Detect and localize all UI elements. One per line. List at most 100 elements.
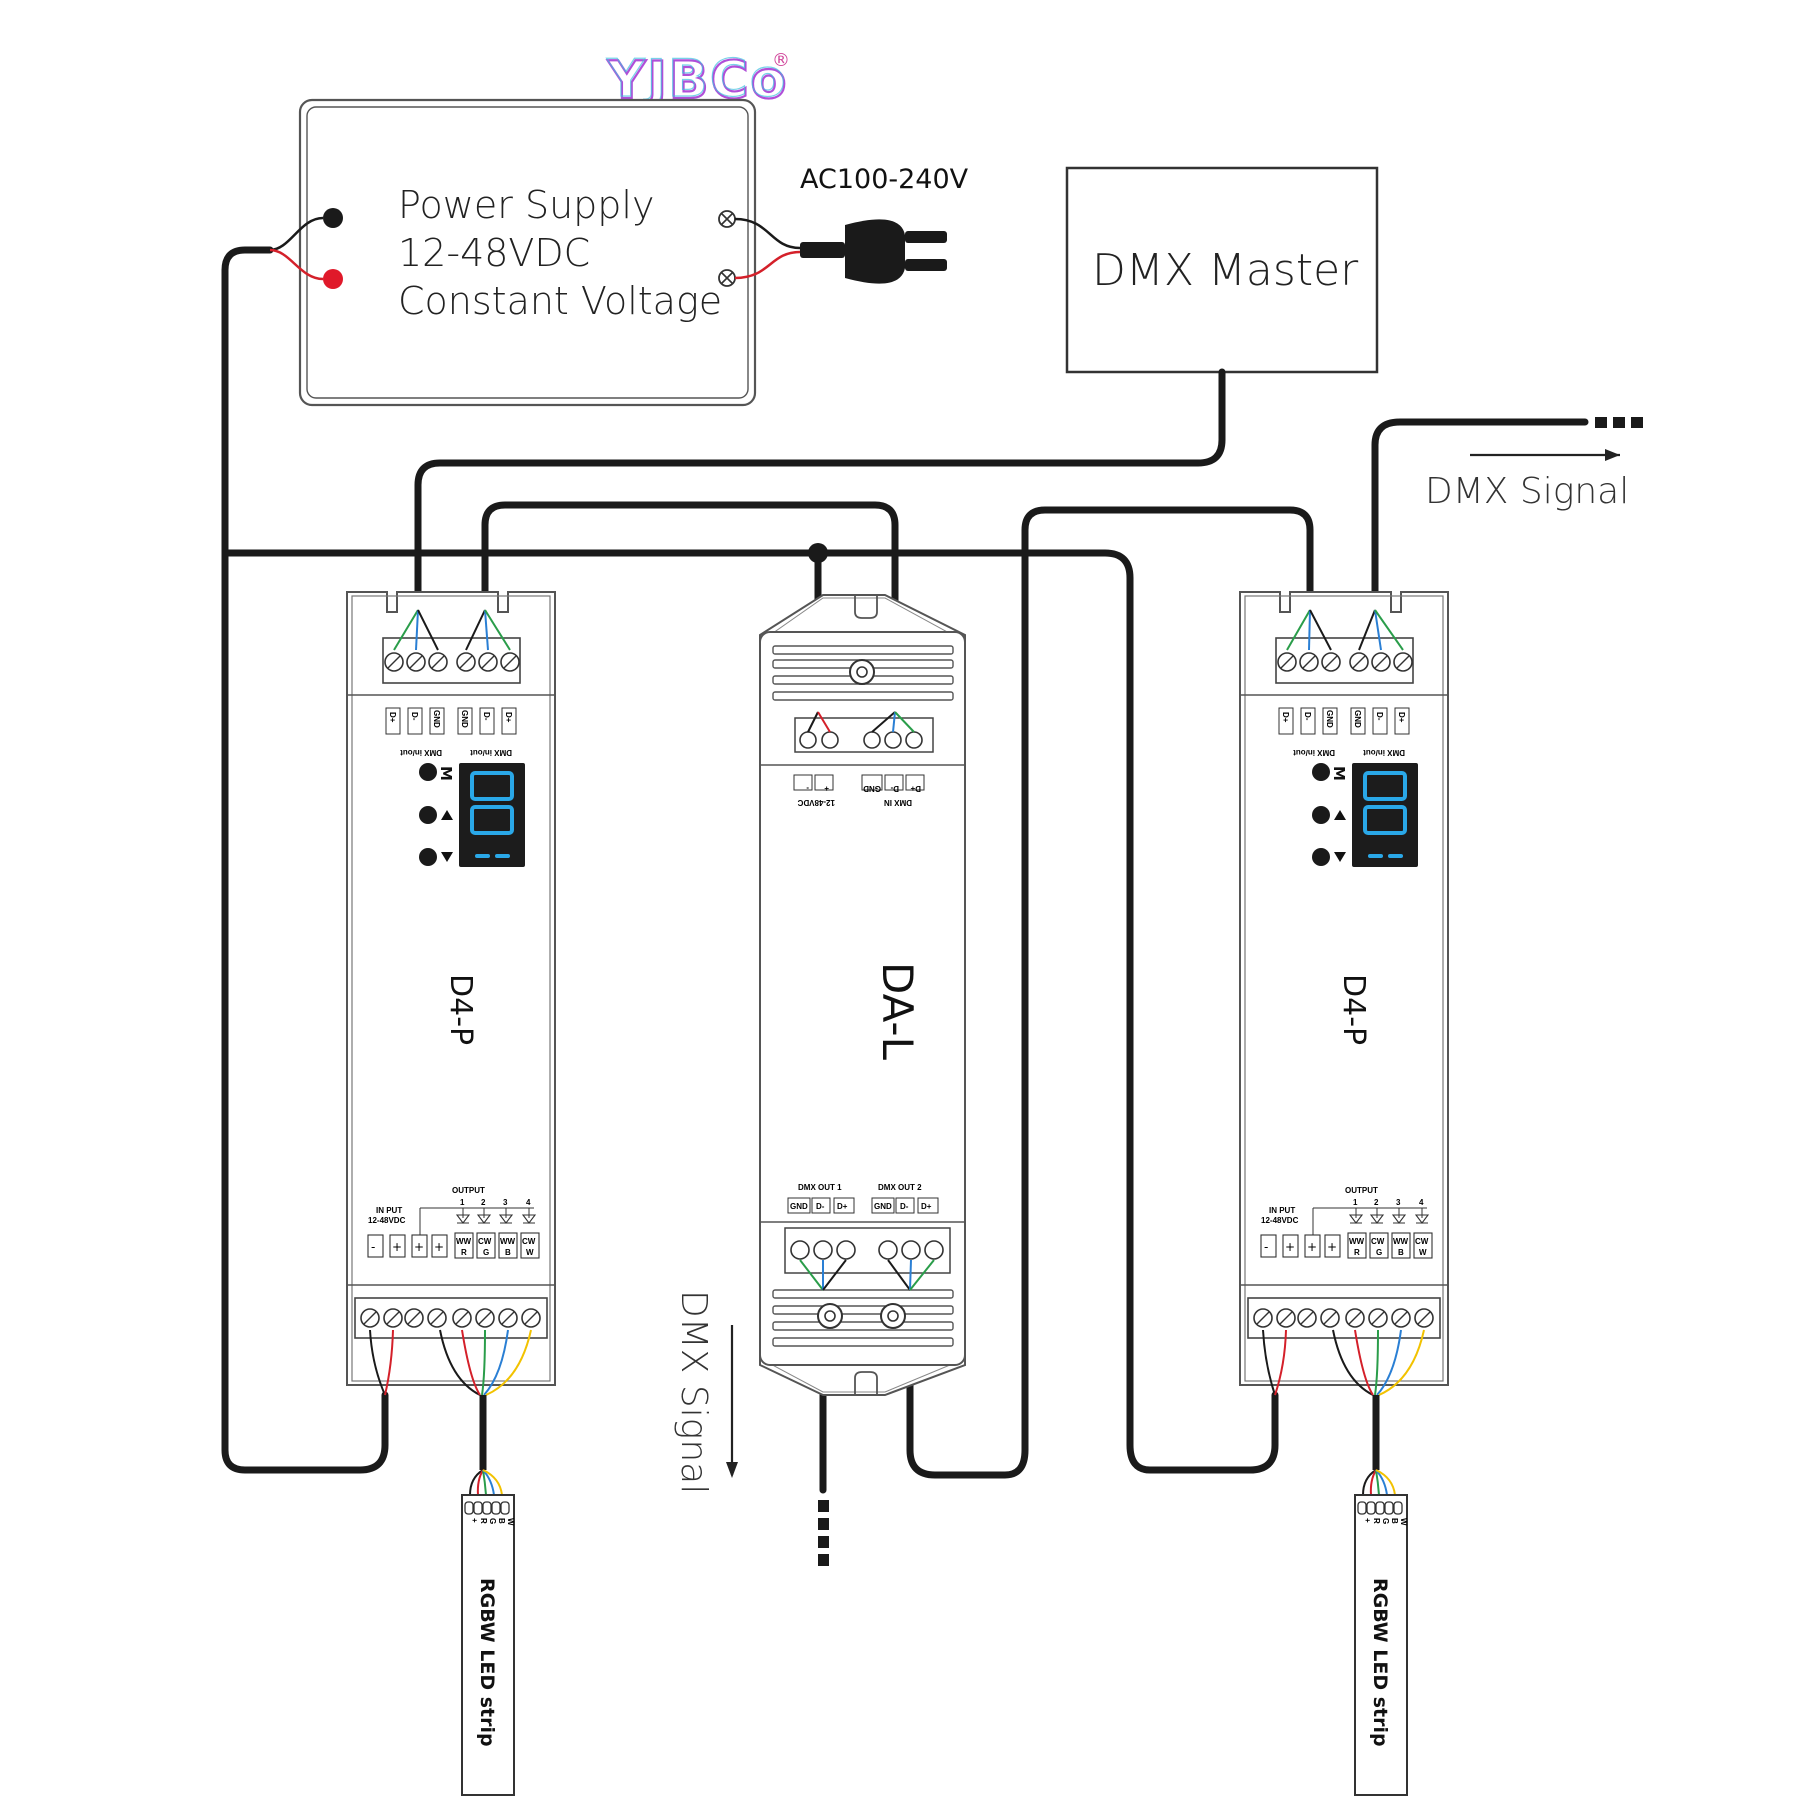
- amplifier-model: DA-L: [873, 962, 922, 1061]
- input-title: IN PUT: [376, 1206, 402, 1215]
- decoder-left: D+ D- GND GND D- D+ DMX in/out DMX in/ou…: [346, 591, 556, 1496]
- down-arrow-icon: [441, 852, 453, 862]
- ps-negative-terminal: [323, 208, 343, 228]
- power-supply-line3: Constant Voltage: [398, 279, 722, 323]
- terminal-label: GND: [460, 710, 469, 728]
- dmx-signal-arrow-right: [1470, 449, 1620, 461]
- mode-button[interactable]: [1312, 763, 1330, 781]
- mount-hole: [817, 1303, 843, 1329]
- dmx-master-label: DMX Master: [1092, 245, 1359, 296]
- strip-pin-label: G: [1381, 1518, 1390, 1524]
- terminal-label: D-: [1303, 712, 1312, 721]
- output-top-label: CW: [1415, 1237, 1429, 1246]
- strip-pin-label: B: [497, 1518, 506, 1524]
- down-button[interactable]: [419, 848, 437, 866]
- continuation-dots-right: [1595, 417, 1643, 428]
- amp-dmx-in-label: DMX IN: [884, 798, 912, 807]
- output-title: OUTPUT: [452, 1186, 485, 1195]
- output-number: 4: [526, 1198, 531, 1207]
- output-number: 1: [460, 1198, 465, 1207]
- dmx-signal-arrow-down: [726, 1325, 738, 1478]
- amp-out1-terminal-label: GND: [790, 1202, 808, 1211]
- output-top-label: CW: [478, 1237, 492, 1246]
- amp-power-terminal-label: -: [806, 784, 809, 793]
- led-strip-right: + R G B W RGBW LED strip: [1354, 1494, 1408, 1796]
- mode-button[interactable]: [419, 763, 437, 781]
- amp-out2-terminal-label: D-: [900, 1202, 909, 1211]
- output-title: OUTPUT: [1345, 1186, 1378, 1195]
- output-bottom-label: R: [1354, 1248, 1360, 1257]
- strip-pin-label: W: [1399, 1518, 1408, 1526]
- terminal-label: D+: [388, 712, 397, 723]
- strip-pin-label: R: [1372, 1518, 1381, 1524]
- input-terminal-label: +: [1327, 1240, 1337, 1254]
- input-title: IN PUT: [1269, 1206, 1295, 1215]
- output-number: 3: [1396, 1198, 1401, 1207]
- amp-out2-terminal-label: GND: [874, 1202, 892, 1211]
- output-top-label: CW: [1371, 1237, 1385, 1246]
- input-terminal-label: +: [434, 1240, 444, 1254]
- output-bottom-label: G: [483, 1248, 489, 1257]
- strip-pin-label: G: [488, 1518, 497, 1524]
- terminal-label: D-: [482, 712, 491, 721]
- terminal-label: D+: [504, 712, 513, 723]
- up-button[interactable]: [1312, 806, 1330, 824]
- decoder-right-model: D4-P: [1336, 974, 1371, 1045]
- output-top-label: WW: [1349, 1237, 1365, 1246]
- input-terminal-label: +: [1307, 1240, 1317, 1254]
- up-arrow-icon: [441, 810, 453, 820]
- output-top-label: WW: [500, 1237, 516, 1246]
- ps-positive-terminal: [323, 269, 343, 289]
- strip-pin-label: +: [1363, 1518, 1372, 1523]
- decoder-right-top-terminal-labels: D+ D- GND GND D- D+ DMX in/out DMX in/ou…: [1278, 707, 1410, 757]
- output-number: 4: [1419, 1198, 1424, 1207]
- mount-hole: [880, 1303, 906, 1329]
- decoder-left-top-terminal-labels: D+ D- GND GND D- D+ DMX in/out DMX in/ou…: [385, 707, 517, 757]
- input-terminal-label: +: [414, 1240, 424, 1254]
- output-bottom-label: B: [505, 1248, 511, 1257]
- continuation-dots-bottom: [818, 1500, 829, 1566]
- digit-display: [1352, 763, 1418, 867]
- strip-pin-label: R: [479, 1518, 488, 1524]
- amp-dmx-in-terminal-label: D-: [890, 784, 899, 793]
- terminal-label: D+: [1281, 712, 1290, 723]
- dmx-amplifier: - + GND D- D+ 12-48VDC DMX IN DA-L DMX O…: [759, 594, 966, 1396]
- junction-dot: [808, 543, 828, 563]
- output-bottom-label: G: [1376, 1248, 1382, 1257]
- strip-pin-label: W: [506, 1518, 515, 1526]
- ac-voltage-label: AC100-240V: [800, 164, 969, 195]
- registered-mark: ®: [772, 50, 790, 71]
- input-terminal-label: +: [392, 1240, 402, 1254]
- mode-button-label: M: [437, 766, 455, 781]
- power-and-signal-cables: [221, 246, 1589, 1494]
- amp-power-label: 12-48VDC: [797, 798, 835, 807]
- output-bottom-label: B: [1398, 1248, 1404, 1257]
- output-number: 1: [1353, 1198, 1358, 1207]
- terminal-label: GND: [432, 710, 441, 728]
- decoder-left-model: D4-P: [443, 974, 478, 1045]
- up-button[interactable]: [419, 806, 437, 824]
- down-arrow-icon: [1334, 852, 1346, 862]
- dmx-master: DMX Master: [1065, 166, 1379, 374]
- mode-button-label: M: [1330, 766, 1348, 781]
- dmx-signal-center-label: DMX Signal: [673, 1290, 714, 1494]
- input-terminal-label: +: [1285, 1240, 1295, 1254]
- up-arrow-icon: [1334, 810, 1346, 820]
- dmx-in-out-label: DMX in/out: [470, 748, 512, 757]
- amp-dmx-in-terminal-label: GND: [863, 784, 881, 793]
- dmx-signal-right-label: DMX Signal: [1425, 471, 1629, 512]
- ac-plug: [734, 217, 947, 284]
- led-strip-left: + R G B W RGBW LED strip: [461, 1494, 515, 1796]
- output-top-label: WW: [456, 1237, 472, 1246]
- output-top-label: WW: [1393, 1237, 1409, 1246]
- dmx-out1-label: DMX OUT 1: [798, 1183, 842, 1192]
- decoder-right: D+ D- GND GND D- D+ DMX in/out DMX in/ou…: [1239, 591, 1449, 1496]
- down-button[interactable]: [1312, 848, 1330, 866]
- amp-dmx-in-terminal-label: D+: [910, 784, 921, 793]
- mount-hole: [849, 659, 875, 685]
- output-number: 2: [1374, 1198, 1379, 1207]
- input-voltage: 12-48VDC: [1261, 1216, 1299, 1225]
- digit-display: [459, 763, 525, 867]
- power-supply-line1: Power Supply: [398, 183, 654, 227]
